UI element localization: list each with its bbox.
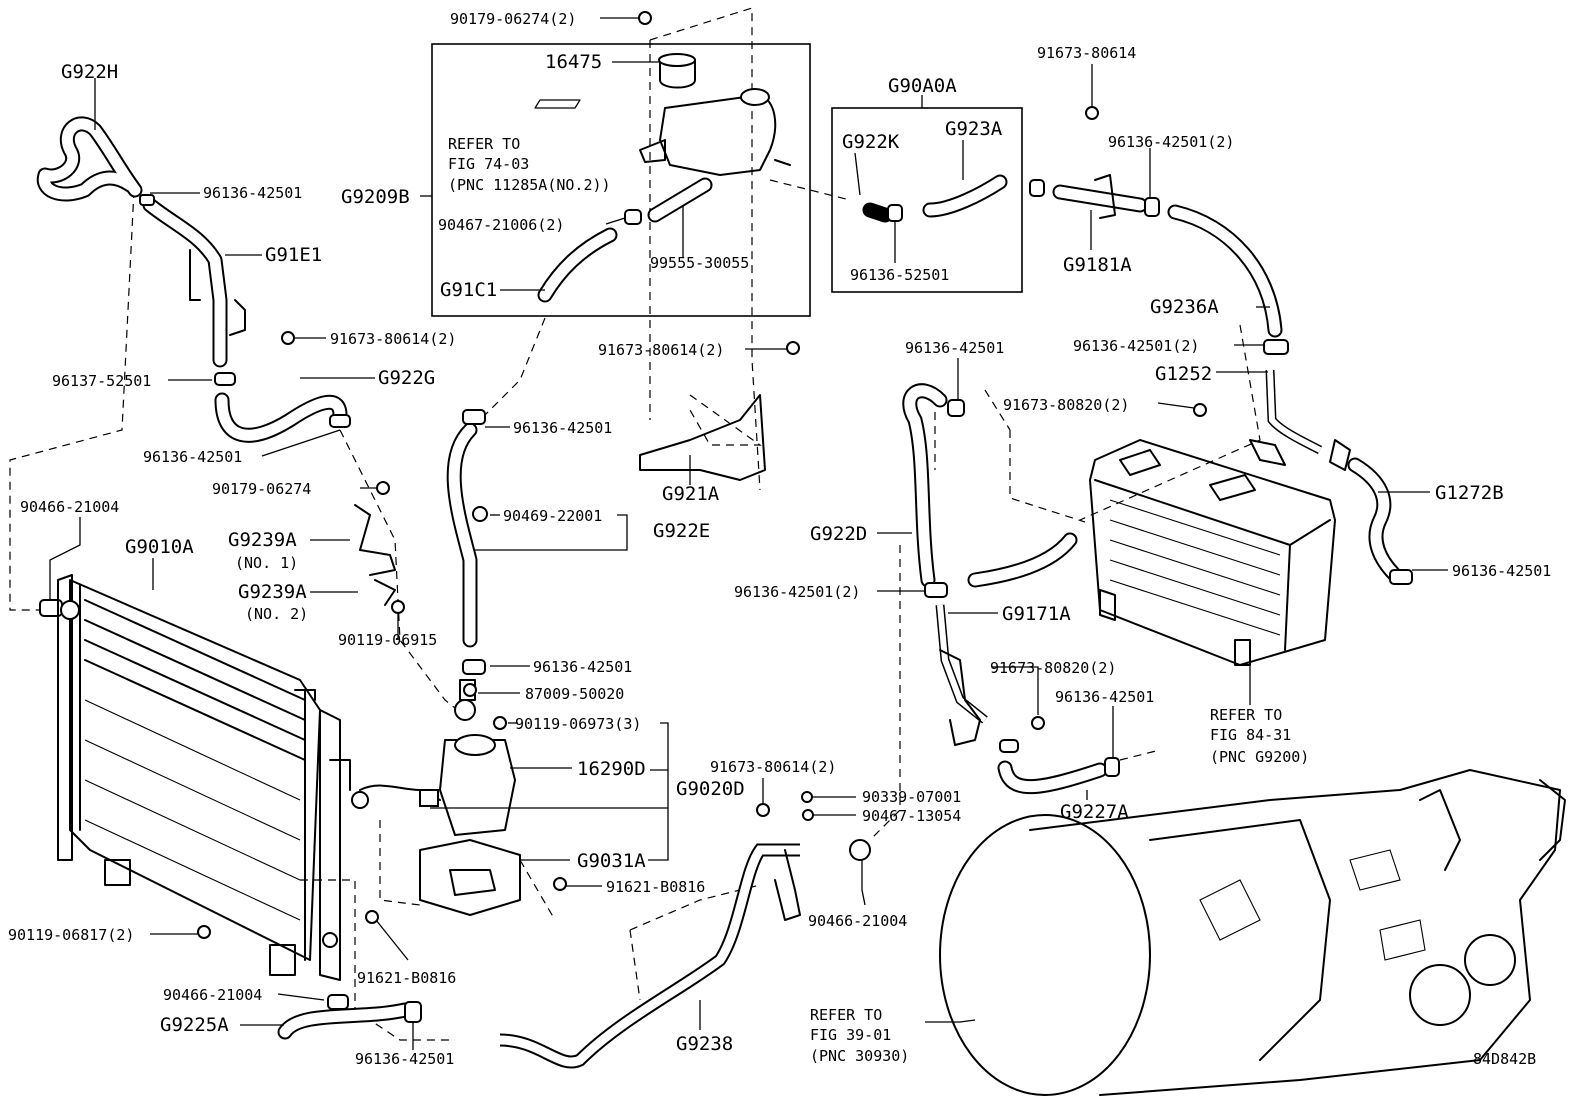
label-90179-06274-2: 90179-06274(2) <box>450 10 576 28</box>
label-91673-80820-2: 91673-80820(2) <box>1003 396 1129 414</box>
label-96136-42501: 96136-42501 <box>1452 562 1551 580</box>
label-pnc-g9200: (PNC G9200) <box>1210 748 1309 766</box>
label-90466-21004: 90466-21004 <box>20 498 119 516</box>
label-91673-80614: 91673-80614 <box>1037 44 1136 62</box>
label-g91c1: G91C1 <box>440 279 497 301</box>
label-96136-42501: 96136-42501 <box>513 419 612 437</box>
label-99555-30055: 99555-30055 <box>650 254 749 272</box>
label-90119-06915: 90119-06915 <box>338 631 437 649</box>
label-91673-80614-2: 91673-80614(2) <box>598 341 724 359</box>
label-fig-39-01: FIG 39-01 <box>810 1026 891 1044</box>
label-g922g: G922G <box>378 367 435 389</box>
reservoir-tank <box>534 53 791 176</box>
label-96136-42501-2: 96136-42501(2) <box>1108 133 1234 151</box>
label-no1: (NO. 1) <box>235 554 298 572</box>
part-labels: G922H 96136-42501 G91E1 91673-80614(2) 9… <box>8 10 1551 1068</box>
label-90467-21006-2: 90467-21006(2) <box>438 216 564 234</box>
label-g922k: G922K <box>842 131 900 153</box>
label-g921a: G921A <box>662 483 720 505</box>
label-96136-42501-2: 96136-42501(2) <box>1073 337 1199 355</box>
label-g9209b: G9209B <box>341 186 410 208</box>
label-pnc-11285a: (PNC 11285A(NO.2)) <box>448 176 611 194</box>
label-g9031a: G9031A <box>577 850 646 872</box>
leader-lines <box>49 17 1448 1050</box>
label-refer-to: REFER TO <box>448 135 520 153</box>
label-96136-52501: 96136-52501 <box>850 266 949 284</box>
label-g922h: G922H <box>61 61 118 83</box>
label-g9181a: G9181A <box>1063 254 1132 276</box>
label-16475: 16475 <box>545 51 602 73</box>
label-91621-b0816: 91621-B0816 <box>357 969 456 987</box>
label-90466-21004: 90466-21004 <box>163 986 262 1004</box>
label-91621-b0816: 91621-B0816 <box>606 878 705 896</box>
label-g923a: G923A <box>945 118 1003 140</box>
label-g1252: G1252 <box>1155 363 1212 385</box>
label-96136-42501: 96136-42501 <box>143 448 242 466</box>
label-90339-07001: 90339-07001 <box>862 788 961 806</box>
label-g9171a: G9171A <box>1002 603 1071 625</box>
transmission-assembly <box>939 769 1566 1096</box>
reservoir-assembly-box <box>431 43 811 317</box>
label-96136-42501: 96136-42501 <box>533 658 632 676</box>
label-90119-06973-3: 90119-06973(3) <box>515 715 641 733</box>
label-90467-13054: 90467-13054 <box>862 807 961 825</box>
label-g9239a-no1: G9239A <box>228 529 297 551</box>
brackets <box>189 174 1351 921</box>
label-g9238: G9238 <box>676 1033 733 1055</box>
label-90119-06817-2: 90119-06817(2) <box>8 926 134 944</box>
label-91673-80614-2: 91673-80614(2) <box>710 758 836 776</box>
label-g9236a: G9236A <box>1150 296 1219 318</box>
label-87009-50020: 87009-50020 <box>525 685 624 703</box>
label-g90a0a: G90A0A <box>888 75 957 97</box>
label-g922e: G922E <box>653 520 710 542</box>
label-90179-06274: 90179-06274 <box>212 480 311 498</box>
label-no2: (NO. 2) <box>245 605 308 623</box>
hose-assembly-g90a0a-box <box>831 107 1023 293</box>
radiator <box>57 574 351 981</box>
label-g9010a: G9010A <box>125 536 194 558</box>
label-96136-42501-2: 96136-42501(2) <box>734 583 860 601</box>
label-refer-to: REFER TO <box>1210 706 1282 724</box>
label-g9239a-no2: G9239A <box>238 581 307 603</box>
diagram-code: 84D842B <box>1473 1050 1536 1068</box>
label-96136-42501: 96136-42501 <box>355 1050 454 1068</box>
label-fig-84-31: FIG 84-31 <box>1210 726 1291 744</box>
label-g9020d: G9020D <box>676 778 745 800</box>
water-pump-assembly <box>351 679 521 916</box>
label-96136-42501: 96136-42501 <box>1055 688 1154 706</box>
inverter-assembly <box>1089 439 1336 666</box>
label-91673-80614-2: 91673-80614(2) <box>330 330 456 348</box>
hoses <box>36 116 1403 1069</box>
label-90469-22001: 90469-22001 <box>503 507 602 525</box>
dashed-guides <box>9 7 1261 1041</box>
hose-clamps <box>39 179 1413 1023</box>
label-fig-74-03: FIG 74-03 <box>448 155 529 173</box>
label-g9227a: G9227A <box>1060 801 1129 823</box>
label-16290d: 16290D <box>577 758 646 780</box>
label-96136-42501: 96136-42501 <box>905 339 1004 357</box>
label-g1272b: G1272B <box>1435 482 1504 504</box>
label-96137-52501: 96137-52501 <box>52 372 151 390</box>
label-g9225a: G9225A <box>160 1014 229 1036</box>
label-91673-80820-2: 91673-80820(2) <box>990 659 1116 677</box>
label-pnc-30930: (PNC 30930) <box>810 1047 909 1065</box>
label-g922d: G922D <box>810 523 867 545</box>
label-refer-to: REFER TO <box>810 1006 882 1024</box>
label-g91e1: G91E1 <box>265 244 322 266</box>
label-96136-42501: 96136-42501 <box>203 184 302 202</box>
label-90466-21004: 90466-21004 <box>808 912 907 930</box>
